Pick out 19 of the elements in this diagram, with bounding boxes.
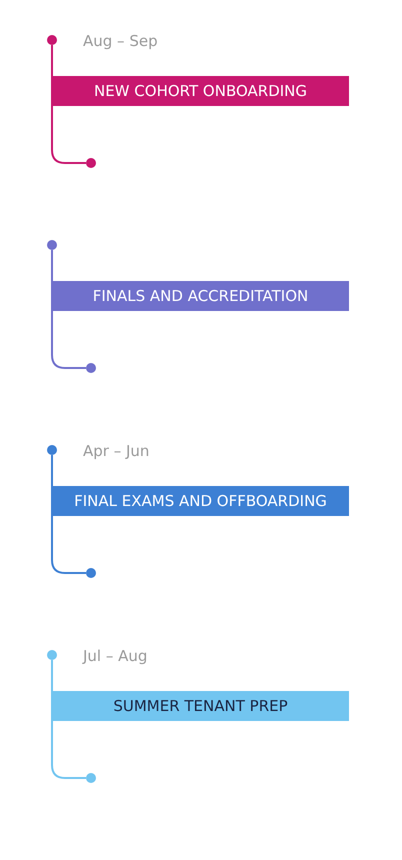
timeline-end-dot bbox=[86, 773, 96, 783]
timeline-connector bbox=[51, 660, 86, 779]
timeline-start-dot bbox=[47, 445, 57, 455]
timeline-end-dot bbox=[86, 568, 96, 578]
phase-banner: SUMMER TENANT PREP bbox=[52, 691, 349, 721]
timeline-connector bbox=[51, 250, 86, 369]
phase-banner: FINAL EXAMS AND OFFBOARDING bbox=[52, 486, 349, 516]
timeline-connector bbox=[51, 455, 86, 574]
timeline-connector bbox=[51, 45, 86, 164]
timeline-start-dot bbox=[47, 240, 57, 250]
timeline-start-dot bbox=[47, 35, 57, 45]
timeline-end-dot bbox=[86, 363, 96, 373]
date-range: Aug – Sep bbox=[83, 32, 158, 50]
timeline-end-dot bbox=[86, 158, 96, 168]
phase-banner: NEW COHORT ONBOARDING bbox=[52, 76, 349, 106]
timeline-start-dot bbox=[47, 650, 57, 660]
phase-banner: FINALS AND ACCREDITATION bbox=[52, 281, 349, 311]
date-range: Apr – Jun bbox=[83, 442, 150, 460]
date-range: Jul – Aug bbox=[83, 647, 148, 665]
